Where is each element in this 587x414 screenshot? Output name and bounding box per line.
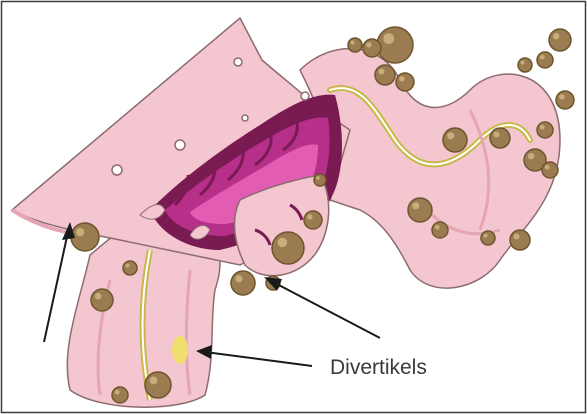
nodule bbox=[304, 211, 322, 229]
nodule bbox=[432, 222, 448, 238]
diverticula-label: Divertikels bbox=[330, 356, 427, 380]
nodule-highlight bbox=[278, 238, 288, 248]
nodule-highlight bbox=[379, 69, 385, 75]
nodule-highlight bbox=[115, 390, 120, 395]
nodule-highlight bbox=[540, 55, 545, 60]
nodule bbox=[71, 223, 99, 251]
nodule bbox=[363, 39, 381, 57]
nodule bbox=[537, 52, 553, 68]
nodule-highlight bbox=[483, 233, 487, 237]
nodule-highlight bbox=[350, 40, 354, 44]
nodule-highlight bbox=[412, 202, 419, 209]
nodule bbox=[112, 387, 128, 403]
nodule bbox=[145, 372, 171, 398]
nodule bbox=[490, 128, 510, 148]
arrow-right-bottom bbox=[205, 352, 312, 366]
nodule-highlight bbox=[553, 33, 560, 40]
nodule bbox=[518, 58, 532, 72]
nodule-highlight bbox=[514, 234, 520, 240]
nodule-highlight bbox=[307, 214, 312, 219]
nodule-highlight bbox=[540, 125, 545, 130]
nodule bbox=[556, 91, 574, 109]
nodule bbox=[231, 271, 255, 295]
nodule-highlight bbox=[366, 42, 371, 47]
nodule bbox=[314, 174, 326, 186]
nodule-highlight bbox=[559, 94, 564, 99]
nodule-highlight bbox=[235, 275, 242, 282]
nodule bbox=[396, 73, 414, 91]
nodule bbox=[537, 122, 553, 138]
nodule bbox=[348, 38, 362, 52]
nodule bbox=[510, 230, 530, 250]
nodule-highlight bbox=[528, 153, 535, 160]
nodule-highlight bbox=[316, 176, 320, 180]
nodule bbox=[123, 261, 137, 275]
nodule bbox=[375, 65, 395, 85]
nodule-highlight bbox=[545, 165, 550, 170]
nodule bbox=[91, 289, 113, 311]
nodule-highlight bbox=[399, 76, 404, 81]
arrow-right-top bbox=[273, 282, 380, 338]
nodule bbox=[542, 162, 558, 178]
nodule bbox=[377, 27, 413, 63]
nodule-highlight bbox=[383, 33, 394, 44]
nodule-highlight bbox=[76, 228, 84, 236]
nodule-highlight bbox=[435, 225, 440, 230]
nodule-highlight bbox=[150, 377, 158, 385]
nodule-highlight bbox=[520, 60, 524, 64]
nodule-highlight bbox=[447, 132, 454, 139]
nodule bbox=[272, 232, 304, 264]
nodule-highlight bbox=[95, 293, 102, 300]
arrow-left bbox=[44, 232, 68, 342]
nodule bbox=[408, 198, 432, 222]
nodule bbox=[443, 128, 467, 152]
nodule bbox=[549, 29, 571, 51]
nodule bbox=[481, 231, 495, 245]
nodule-highlight bbox=[125, 263, 129, 267]
nodule-highlight bbox=[494, 132, 500, 138]
